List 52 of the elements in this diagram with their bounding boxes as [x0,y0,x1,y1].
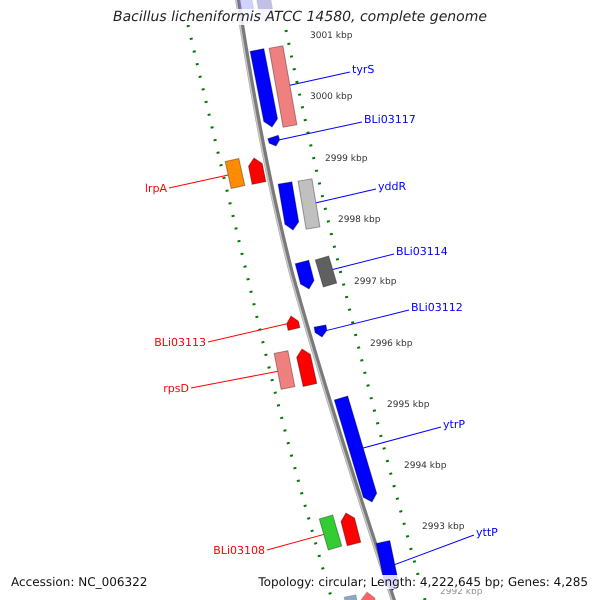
gene-label: BLi03113 [154,337,206,348]
scale-label: 2998 kbp [338,216,380,225]
gene-feature [250,48,278,128]
gene-feature [224,158,246,190]
leader-line [208,323,288,342]
leader-line [190,370,278,388]
gene-feature [267,134,280,147]
gene-feature [278,181,300,231]
scale-label: 2993 kbp [422,523,464,532]
gene-feature [294,260,315,290]
gene-feature [274,350,296,390]
footer-text: Accession: NC_006322 [9,575,150,589]
scale-label: 2996 kbp [370,340,412,349]
scale-label: 2995 kbp [387,401,430,410]
gene-feature [334,395,378,503]
leader-line [279,122,362,140]
gene-feature [298,178,320,230]
leader-line [332,254,394,270]
gene-label: tyrS [352,64,374,75]
gene-label: BLi03108 [213,545,265,556]
gene-feature [314,324,328,338]
scale-label: 2997 kbp [354,278,396,287]
gene-feature [296,348,318,388]
scale-label: 3001 kbp [310,32,352,41]
footer-text: Topology: circular; Length: 4,222,645 bp; Genes: 4,285 [256,575,590,589]
gene-feature [360,591,376,600]
gene-feature [268,45,298,128]
gene-feature [314,255,338,288]
leader-line [315,188,376,204]
gene-label: rpsD [163,383,189,394]
gene-label: ytrP [443,419,465,430]
gene-feature [344,594,358,600]
gene-label: BLi03117 [364,114,416,125]
gene-label: lrpA [144,183,167,194]
scale-label: 2992 kbp [440,588,482,597]
gene-feature [248,157,266,185]
gene-feature [318,514,342,551]
leader-line [289,72,350,86]
gene-label: yddR [378,181,406,192]
scale-label: 2994 kbp [404,462,446,471]
gene-label: BLi03112 [411,302,463,313]
gene-feature [340,512,362,546]
scale-label: 3000 kbp [310,93,352,102]
gene-feature [286,315,300,331]
gene-label: BLi03114 [396,246,448,257]
scale-label: 2999 kbp [325,155,368,164]
leader-line [168,174,229,188]
leader-line [362,426,442,448]
leader-line [394,534,474,566]
leader-line [266,534,324,550]
leader-line [326,310,410,331]
gene-label: yttP [476,527,498,538]
